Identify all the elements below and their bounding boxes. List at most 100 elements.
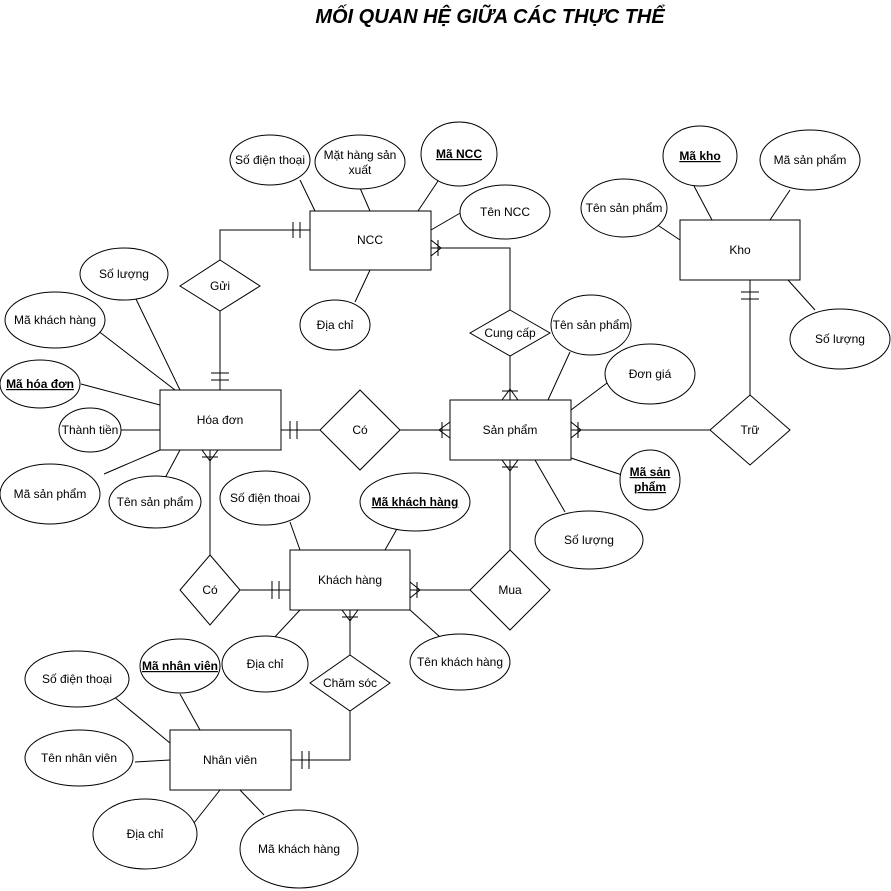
attribute-label: Số lượng xyxy=(815,332,865,346)
attribute-label: Mã sản phẩm xyxy=(774,153,847,167)
attr-hoa-don-product-id[interactable]: Mã sản phẩm xyxy=(0,463,101,525)
attr-hoa-don-product-name[interactable]: Tên sản phẩm xyxy=(108,475,202,529)
attr-san-pham-price[interactable]: Đơn giá xyxy=(604,343,696,405)
relationship-gui[interactable]: Gửi xyxy=(179,259,261,312)
entity-san-pham[interactable]: Sản phẩm xyxy=(449,399,572,461)
relationship-diamond xyxy=(179,259,261,312)
attribute-label: xuất xyxy=(349,163,372,177)
attribute-label: Số điện thoại xyxy=(42,672,112,686)
attr-kho-id[interactable]: Mã kho xyxy=(662,125,738,187)
relationship-label: Gửi xyxy=(210,279,230,293)
entity-ncc[interactable]: NCC xyxy=(309,210,432,271)
attribute-label: Tên NCC xyxy=(480,205,530,219)
attribute-label-key: Mã NCC xyxy=(436,147,482,161)
attr-ncc-phone[interactable]: Số điện thoại xyxy=(229,134,311,186)
attr-ncc-id[interactable]: Mã NCC xyxy=(420,121,498,187)
attr-ncc-product-line[interactable]: Mặt hàng sản xuất xyxy=(314,134,406,190)
entity-label: Sản phẩm xyxy=(483,423,538,437)
cardinality-marks xyxy=(201,222,759,769)
entity-box xyxy=(159,389,282,451)
attr-hoa-don-quantity[interactable]: Số lượng xyxy=(79,247,169,301)
relationship-diamond xyxy=(319,389,401,471)
attr-hoa-don-id[interactable]: Mã hóa đơn xyxy=(0,359,81,409)
attr-khach-hang-phone[interactable]: Số điện thoai xyxy=(219,470,311,526)
entity-khach-hang[interactable]: Khách hàng xyxy=(289,549,411,611)
entity-box xyxy=(289,549,411,611)
attr-san-pham-quantity[interactable]: Số lượng xyxy=(534,510,644,570)
relationship-diamond xyxy=(709,394,791,466)
entity-hoa-don[interactable]: Hóa đơn xyxy=(159,389,282,451)
attr-san-pham-name[interactable]: Tên sản phẩm xyxy=(550,294,632,356)
relationship-diamond xyxy=(469,549,551,631)
attribute-label-key: Mã kho xyxy=(679,149,720,163)
attribute-label: Mã khách hàng xyxy=(14,313,96,327)
attribute-label: Mã khách hàng xyxy=(258,842,340,856)
relationship-cung-cap[interactable]: Cung cấp xyxy=(468,309,552,357)
relationship-label: Cung cấp xyxy=(484,326,536,340)
attr-nhan-vien-phone[interactable]: Số điện thoại xyxy=(24,650,130,708)
entity-label: NCC xyxy=(357,233,383,247)
attribute-label-key: Mã hóa đơn xyxy=(6,377,74,391)
entity-nhan-vien[interactable]: Nhân viên xyxy=(169,729,292,791)
attribute-label: Tên sản phẩm xyxy=(117,495,194,509)
attribute-label: Tên nhân viên xyxy=(41,751,117,765)
attribute-label: Số điện thoai xyxy=(230,491,300,505)
attr-nhan-vien-customer-id[interactable]: Mã khách hàng xyxy=(239,809,359,889)
attr-nhan-vien-address[interactable]: Địa chỉ xyxy=(92,798,198,870)
attribute-label: Địa chỉ xyxy=(247,657,284,671)
attribute-label: Số điện thoại xyxy=(235,153,305,167)
entity-label: Kho xyxy=(729,243,751,257)
attr-khach-hang-id[interactable]: Mã khách hàng xyxy=(359,472,471,532)
attr-nhan-vien-id[interactable]: Mã nhân viên xyxy=(139,638,221,694)
relationship-diamond xyxy=(179,554,241,626)
entity-label: Khách hàng xyxy=(318,573,382,587)
relationship-co-hoa-don-khach-hang[interactable]: Có xyxy=(179,554,241,626)
entity-box xyxy=(679,219,801,281)
attr-san-pham-id[interactable]: Mã sản phẩm xyxy=(619,449,681,511)
attribute-label: Đơn giá xyxy=(629,367,672,381)
attr-khach-hang-address[interactable]: Địa chỉ xyxy=(221,635,309,693)
attr-khach-hang-name[interactable]: Tên khách hàng xyxy=(409,633,511,691)
relationship-label: Có xyxy=(352,423,368,437)
attr-nhan-vien-name[interactable]: Tên nhân viên xyxy=(24,729,134,787)
attribute-label: Địa chỉ xyxy=(317,318,354,332)
relationship-label: Trữ xyxy=(741,423,760,437)
relationship-tru[interactable]: Trữ xyxy=(709,394,791,466)
relationship-diamond xyxy=(468,309,552,357)
attribute-label: Số lượng xyxy=(99,267,149,281)
entity-box xyxy=(169,729,292,791)
attribute-label-key: Mã sản xyxy=(630,465,671,479)
attr-kho-product-name[interactable]: Tên sản phẩm xyxy=(580,178,668,238)
attribute-label-key: Mã khách hàng xyxy=(372,495,459,509)
attribute-label: Tên sản phẩm xyxy=(553,318,630,332)
connections xyxy=(80,177,816,829)
attribute-label: Thành tiền xyxy=(62,423,119,437)
attribute-label-key: phẩm xyxy=(634,480,666,494)
relationship-diamond xyxy=(309,654,391,712)
attribute-label: Mã sản phẩm xyxy=(14,487,87,501)
relationship-mua[interactable]: Mua xyxy=(469,549,551,631)
attr-ncc-name[interactable]: Tên NCC xyxy=(459,184,551,240)
attribute-label: Tên khách hàng xyxy=(417,655,503,669)
entity-kho[interactable]: Kho xyxy=(679,219,801,281)
relationship-label: Mua xyxy=(498,583,522,597)
attribute-label-key: Mã nhân viên xyxy=(142,659,218,673)
attr-kho-product-id[interactable]: Mã sản phẩm xyxy=(759,129,861,191)
attribute-label: Số lượng xyxy=(564,533,614,547)
entity-box xyxy=(309,210,432,271)
attribute-label: Tên sản phẩm xyxy=(586,201,663,215)
attr-hoa-don-total[interactable]: Thành tiền xyxy=(58,407,122,453)
attr-hoa-don-customer-id[interactable]: Mã khách hàng xyxy=(4,291,106,349)
attribute-label: Mặt hàng sản xyxy=(324,148,397,162)
attr-kho-quantity[interactable]: Số lượng xyxy=(789,308,891,370)
entity-label: Hóa đơn xyxy=(197,413,244,427)
attr-ncc-address[interactable]: Địa chỉ xyxy=(299,299,371,351)
attribute-label: Địa chỉ xyxy=(127,827,164,841)
diagram-title: MỐI QUAN HỆ GIỮA CÁC THỰC THỂ xyxy=(315,4,665,28)
relationship-co-hoa-don-san-pham[interactable]: Có xyxy=(319,389,401,471)
entity-box xyxy=(449,399,572,461)
relationship-label: Chăm sóc xyxy=(323,676,377,690)
relationship-cham-soc[interactable]: Chăm sóc xyxy=(309,654,391,712)
relationship-label: Có xyxy=(202,583,218,597)
